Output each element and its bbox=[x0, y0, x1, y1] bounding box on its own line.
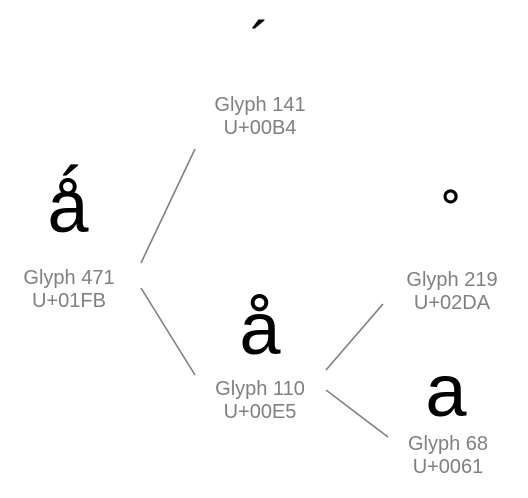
glyph-219-code: U+02DA bbox=[413, 292, 491, 314]
glyph-471-char: ǻ bbox=[47, 165, 89, 248]
glyph-110-code: U+00E5 bbox=[223, 401, 297, 423]
glyph-68-label: Glyph 68 U+0061 bbox=[378, 433, 518, 479]
glyph-141-char: ´ bbox=[250, 10, 270, 77]
glyph-68-char: a bbox=[425, 349, 467, 432]
edge-g471-g141 bbox=[140, 148, 196, 264]
edge-g471-g110 bbox=[140, 287, 196, 376]
glyph-471-label: Glyph 471 U+01FB bbox=[0, 267, 138, 313]
glyph-141-label: Glyph 141 U+00B4 bbox=[190, 94, 330, 140]
glyph-141-name: Glyph 141 bbox=[214, 94, 306, 116]
glyph-68-name: Glyph 68 bbox=[407, 433, 489, 455]
glyph-219-char: ˚ bbox=[442, 184, 462, 251]
glyph-471-name: Glyph 471 bbox=[23, 267, 115, 289]
glyph-471-code: U+01FB bbox=[32, 290, 106, 312]
edge-g110-g219 bbox=[325, 303, 384, 371]
glyph-110-name: Glyph 110 bbox=[215, 378, 305, 400]
glyph-110-label: Glyph 110 U+00E5 bbox=[190, 378, 330, 424]
glyph-141-code: U+00B4 bbox=[223, 117, 297, 139]
glyph-110-char: å bbox=[239, 287, 281, 370]
glyph-68-code: U+0061 bbox=[412, 456, 484, 478]
glyph-219-label: Glyph 219 U+02DA bbox=[382, 269, 522, 315]
glyph-219-name: Glyph 219 bbox=[406, 269, 498, 291]
edge-g110-g68 bbox=[325, 389, 389, 438]
